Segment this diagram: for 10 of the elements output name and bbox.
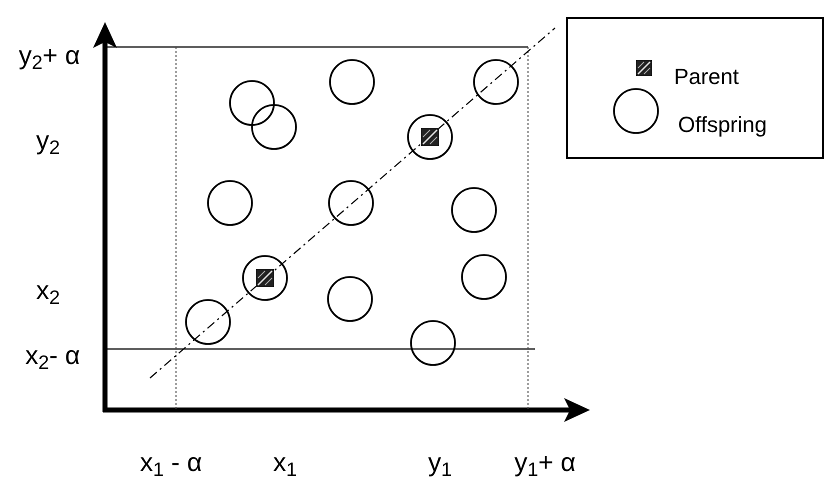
legend-text: Offspring bbox=[678, 111, 767, 139]
axis-label: x$_{2}$- α bbox=[25, 339, 80, 371]
axis-label: y$_{1}$+ α bbox=[514, 446, 576, 478]
axis-label: y$_{2}$ bbox=[36, 124, 60, 156]
axis-label: y$_{2}$+ α bbox=[18, 39, 80, 71]
legend-text: Parent bbox=[674, 63, 739, 91]
axis-label: x$_{1}$ bbox=[273, 446, 297, 478]
axis-label: y$_{1}$ bbox=[428, 446, 452, 478]
axis-label: x$_{1}$ - α bbox=[140, 446, 202, 478]
axis-label: x$_{2}$ bbox=[36, 274, 60, 306]
